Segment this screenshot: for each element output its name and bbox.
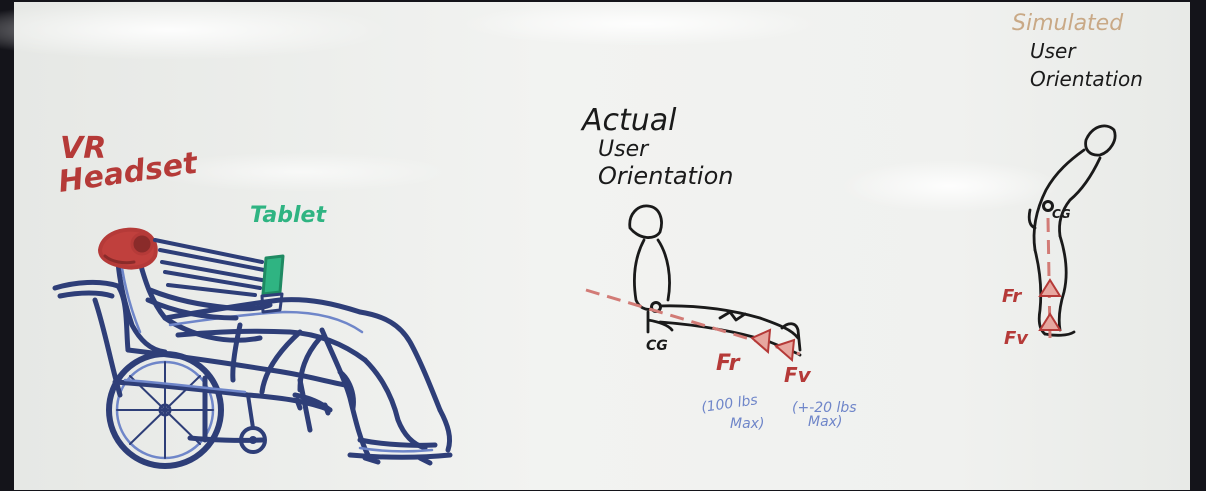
simulated-fr-label: Fr (1002, 286, 1022, 307)
light-glare (840, 160, 1060, 212)
simulated-title-line1: Simulated (1012, 11, 1124, 36)
actual-fv-label: Fv (784, 363, 812, 387)
actual-fr-label: Fr (716, 351, 741, 376)
actual-title-line1: Actual (580, 103, 677, 138)
fr-limit-note-line2: Max) (730, 416, 764, 432)
tablet-label: Tablet (250, 203, 327, 228)
simulated-cg-label: CG (1052, 207, 1071, 221)
simulated-title-line3: Orientation (1030, 67, 1143, 91)
light-glare (460, 2, 820, 46)
simulated-title-line2: User (1030, 39, 1077, 63)
actual-title-line3: Orientation (598, 162, 734, 190)
simulated-fv-label: Fv (1004, 328, 1029, 349)
actual-cg-label: CG (646, 338, 668, 354)
actual-title-line2: User (598, 137, 650, 162)
vr-headset-drawing (100, 230, 156, 268)
fv-limit-note-line2: Max) (808, 414, 842, 430)
